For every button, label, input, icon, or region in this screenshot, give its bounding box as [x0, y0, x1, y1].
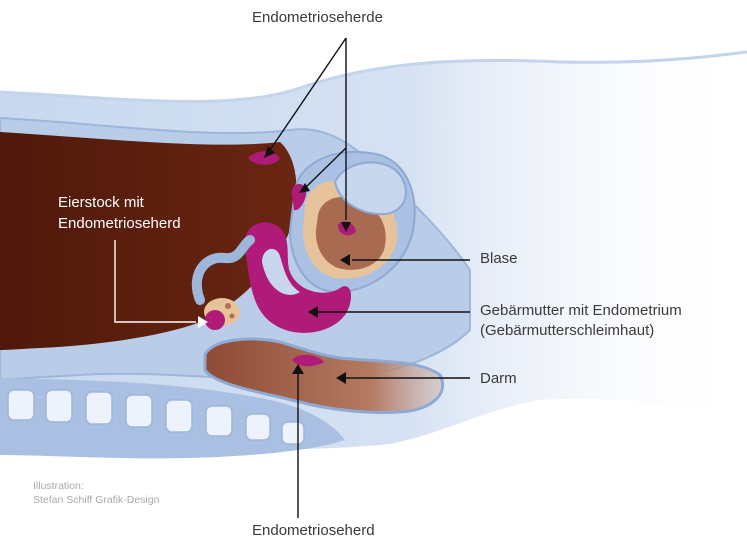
label-blase: Blase [480, 250, 518, 268]
label-darm: Darm [480, 370, 517, 388]
ovary-lesion [205, 310, 225, 330]
label-eierstock-line2: Endometrioseherd [58, 215, 181, 233]
label-endometrioseherd-bottom: Endometrioseherd [252, 522, 375, 540]
label-gebaermutter-line2: (Gebärmutterschleimhaut) [480, 322, 654, 340]
label-gebaermutter-line1: Gebärmutter mit Endometrium [480, 302, 682, 320]
credit-line2: Stefan Schiff Grafik-Design [33, 494, 159, 507]
label-endometrioseherde: Endometrioseherde [252, 9, 383, 27]
credit-line1: Illustration: [33, 480, 84, 493]
label-eierstock-line1: Eierstock mit [58, 194, 144, 212]
